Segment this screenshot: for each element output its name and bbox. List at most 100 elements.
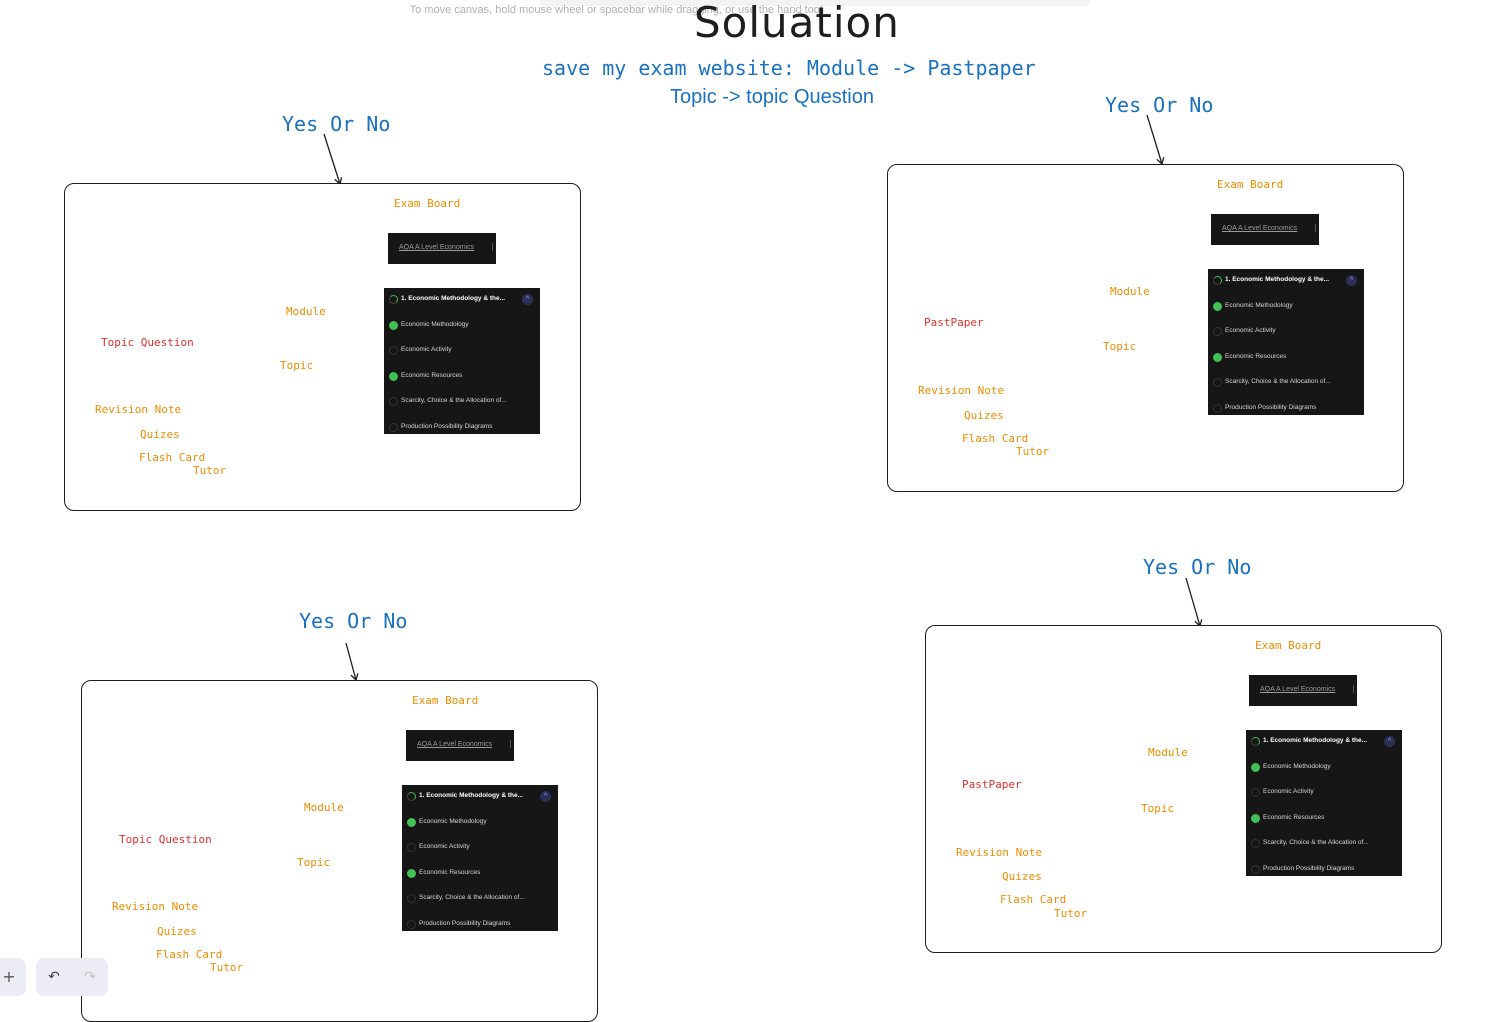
exam-board-label-2: Exam Board xyxy=(1217,178,1283,191)
flash-card-label-2: Flash Card xyxy=(962,432,1028,445)
breadcrumb-link-4: AQA A Level Economics xyxy=(1260,686,1335,693)
topic-row[interactable]: Production Possibility Diagrams xyxy=(402,913,558,938)
topic-row[interactable]: Economic Activity xyxy=(1246,781,1402,806)
progress-circle-icon xyxy=(389,397,398,406)
breadcrumb-4: AQA A Level Economics xyxy=(1249,675,1357,706)
yes-or-no-label-2: Yes Or No xyxy=(1105,93,1213,117)
topic-label: Production Possibility Diagrams xyxy=(419,920,510,927)
topic-label: Scarcity, Choice & the Allocation of... xyxy=(419,894,525,901)
breadcrumb-link-2: AQA A Level Economics xyxy=(1222,225,1297,232)
module-header[interactable]: 1. Economic Methodology & the... ^ xyxy=(384,288,540,313)
topic-row[interactable]: Scarcity, Choice & the Allocation of... xyxy=(384,390,540,415)
chevron-up-icon[interactable]: ^ xyxy=(522,294,533,305)
revision-note-label-2: Revision Note xyxy=(918,384,1004,397)
module-title: 1. Economic Methodology & the... xyxy=(401,295,505,302)
topic-label: Production Possibility Diagrams xyxy=(1225,404,1316,411)
module-title: 1. Economic Methodology & the... xyxy=(1263,737,1367,744)
module-panel-1: 1. Economic Methodology & the... ^ Economi… xyxy=(384,288,540,434)
topic-label: Economic Resources xyxy=(1225,353,1286,360)
flash-card-label-3: Flash Card xyxy=(156,948,222,961)
quizes-label-2: Quizes xyxy=(964,409,1004,422)
page-title: Soluation xyxy=(694,0,900,47)
yes-no-arrow xyxy=(1147,115,1164,164)
module-panel-4: 1. Economic Methodology & the... ^ Economi… xyxy=(1246,730,1402,876)
breadcrumb-2: AQA A Level Economics xyxy=(1211,214,1319,245)
check-icon xyxy=(389,321,398,330)
progress-circle-icon xyxy=(1213,404,1222,413)
topic-row[interactable]: Economic Activity xyxy=(384,339,540,364)
topic-row[interactable]: Production Possibility Diagrams xyxy=(1208,397,1364,422)
tutor-label-3: Tutor xyxy=(210,961,243,974)
check-icon xyxy=(1213,353,1222,362)
progress-circle-icon xyxy=(1213,327,1222,336)
exam-board-label-3: Exam Board xyxy=(412,694,478,707)
flash-card-label-1: Flash Card xyxy=(139,451,205,464)
check-icon xyxy=(1251,763,1260,772)
topic-row[interactable]: Economic Resources xyxy=(384,365,540,390)
module-panel-2: 1. Economic Methodology & the...^ Economi… xyxy=(1208,269,1364,415)
pastpaper-label-2: PastPaper xyxy=(924,316,984,329)
chevron-up-icon[interactable]: ^ xyxy=(540,791,551,802)
quizes-label-1: Quizes xyxy=(140,428,180,441)
topic-row[interactable]: Production Possibility Diagrams xyxy=(384,416,540,441)
topic-label-2: Topic xyxy=(1103,340,1136,353)
progress-circle-icon xyxy=(1213,276,1222,285)
progress-circle-icon xyxy=(407,792,416,801)
module-header[interactable]: 1. Economic Methodology & the... ^ xyxy=(1246,730,1402,755)
chevron-up-icon[interactable]: ^ xyxy=(1346,275,1357,286)
topic-row[interactable]: Scarcity, Choice & the Allocation of... xyxy=(1246,832,1402,857)
topic-row[interactable]: Economic Activity xyxy=(1208,320,1364,345)
module-title: 1. Economic Methodology & the... xyxy=(419,792,523,799)
topic-label: Economic Methodology xyxy=(1225,302,1293,309)
redo-button[interactable]: ↷ xyxy=(72,958,108,996)
topic-label-3: Topic xyxy=(297,856,330,869)
progress-circle-icon xyxy=(407,843,416,852)
zoom-in-button[interactable]: + xyxy=(0,958,26,996)
topic-row[interactable]: Production Possibility Diagrams xyxy=(1246,858,1402,883)
tutor-label-4: Tutor xyxy=(1054,907,1087,920)
chevron-up-icon[interactable]: ^ xyxy=(1384,736,1395,747)
topic-label: Scarcity, Choice & the Allocation of... xyxy=(1263,839,1369,846)
topic-label: Scarcity, Choice & the Allocation of... xyxy=(1225,378,1331,385)
revision-note-label-1: Revision Note xyxy=(95,403,181,416)
topic-row[interactable]: Economic Methodology xyxy=(384,314,540,339)
check-icon xyxy=(407,818,416,827)
exam-board-label-4: Exam Board xyxy=(1255,639,1321,652)
topic-label: Scarcity, Choice & the Allocation of... xyxy=(401,397,507,404)
yes-or-no-label-3: Yes Or No xyxy=(299,609,407,633)
yes-no-arrow xyxy=(346,643,358,680)
module-header[interactable]: 1. Economic Methodology & the... ^ xyxy=(402,785,558,810)
topic-row[interactable]: Economic Resources xyxy=(1208,346,1364,371)
topic-label: Economic Resources xyxy=(401,372,462,379)
yes-or-no-label-4: Yes Or No xyxy=(1143,555,1251,579)
subtitle-line-1: save my exam website: Module -> Pastpape… xyxy=(542,56,1036,80)
topic-row[interactable]: Scarcity, Choice & the Allocation of... xyxy=(402,887,558,912)
topic-label: Economic Resources xyxy=(1263,814,1324,821)
topic-label: Production Possibility Diagrams xyxy=(401,423,492,430)
check-icon xyxy=(407,869,416,878)
topic-label-4: Topic xyxy=(1141,802,1174,815)
progress-circle-icon xyxy=(1251,788,1260,797)
breadcrumb-3: AQA A Level Economics xyxy=(406,730,514,761)
topic-label: Economic Activity xyxy=(401,346,452,353)
topic-label: Economic Methodology xyxy=(401,321,469,328)
topic-row[interactable]: Economic Resources xyxy=(402,862,558,887)
topic-row[interactable]: Economic Methodology xyxy=(402,811,558,836)
topic-label: Economic Methodology xyxy=(1263,763,1331,770)
topic-row[interactable]: Economic Methodology xyxy=(1246,756,1402,781)
quizes-label-4: Quizes xyxy=(1002,870,1042,883)
module-label-3: Module xyxy=(304,801,344,814)
topic-row[interactable]: Economic Methodology xyxy=(1208,295,1364,320)
topic-row[interactable]: Economic Activity xyxy=(402,836,558,861)
tutor-label-2: Tutor xyxy=(1016,445,1049,458)
topic-row[interactable]: Economic Resources xyxy=(1246,807,1402,832)
breadcrumb-link-1: AQA A Level Economics xyxy=(399,244,474,251)
progress-circle-icon xyxy=(407,920,416,929)
undo-button[interactable]: ↶ xyxy=(36,958,72,996)
module-header[interactable]: 1. Economic Methodology & the...^ xyxy=(1208,269,1364,294)
revision-note-label-3: Revision Note xyxy=(112,900,198,913)
check-icon xyxy=(1251,814,1260,823)
topic-label: Economic Activity xyxy=(1263,788,1314,795)
topic-row[interactable]: Scarcity, Choice & the Allocation of... xyxy=(1208,371,1364,396)
progress-circle-icon xyxy=(1251,865,1260,874)
